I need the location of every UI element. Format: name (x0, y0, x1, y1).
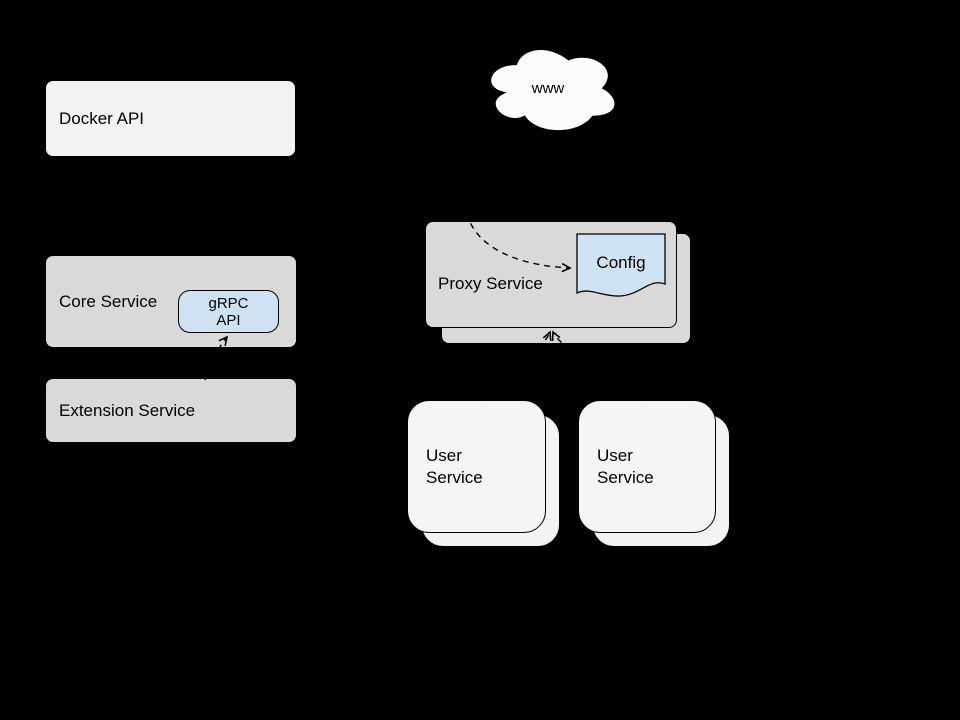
node-www-cloud: www (489, 47, 617, 133)
node-grpc-api: gRPC API (178, 290, 279, 333)
node-docker-api: Docker API (45, 80, 296, 157)
node-proxy-service: Proxy Service (425, 221, 677, 328)
node-user-service-2: User Service (578, 400, 716, 533)
www-cloud-shape (489, 47, 617, 133)
node-extension-service-label: Extension Service (59, 400, 196, 420)
node-user-service-2-label: User Service (597, 445, 654, 487)
node-proxy-service-label: Proxy Service (438, 273, 543, 293)
node-extension-service: Extension Service (45, 378, 297, 443)
node-docker-api-label: Docker API (59, 108, 145, 128)
node-user-service-1-label: User Service (426, 445, 483, 487)
node-user-service-1: User Service (407, 400, 546, 533)
node-core-service-label: Core Service (59, 291, 158, 311)
node-grpc-api-label: gRPC API (208, 294, 249, 329)
node-www-label: www (531, 80, 565, 97)
